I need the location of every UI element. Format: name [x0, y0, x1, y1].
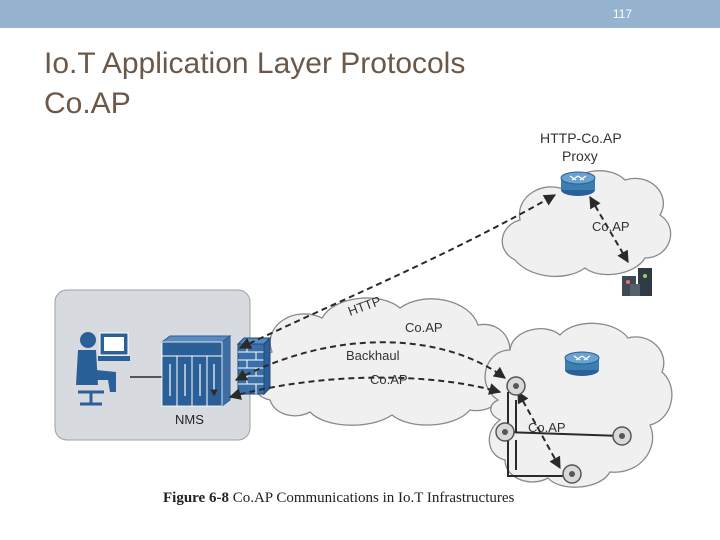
router-icon: [564, 351, 600, 376]
iot-device-icon: [622, 268, 652, 296]
coap-lower-label: Co.AP: [370, 372, 408, 387]
mesh-links: [504, 392, 623, 477]
mesh-coap-link: [517, 390, 561, 470]
nms-label: NMS: [175, 412, 204, 427]
header-bar: 117: [0, 0, 720, 28]
mesh-node-icon: [562, 464, 582, 484]
title-line-1: Io.T Application Layer Protocols: [44, 47, 466, 80]
http-link: [238, 194, 557, 349]
proxy-label-line2: Proxy: [562, 148, 598, 164]
slide-number: 117: [612, 7, 632, 21]
slide-title: Io.T Application Layer Protocols Co.AP: [44, 44, 465, 124]
backhaul-label: Backhaul: [346, 348, 400, 363]
router-icon: [560, 171, 596, 196]
connection-lines: [228, 194, 629, 470]
coap-proxy-label: Co.AP: [592, 219, 630, 234]
coap-upper-label: Co.AP: [405, 320, 443, 335]
figure-caption: Figure 6-8 Co.AP Communications in Io.T …: [163, 490, 514, 507]
proxy-coap-link: [589, 195, 629, 264]
mesh-node-icon: [506, 376, 526, 396]
figure-number: Figure 6-8: [163, 490, 229, 506]
workstation-user-icon: [76, 332, 130, 406]
proxy-label-line1: HTTP-Co.AP: [540, 130, 622, 146]
figure-caption-text: Co.AP Communications in Io.T Infrastruct…: [232, 490, 515, 506]
coap-lower-link: [228, 376, 502, 400]
coap-mesh-label: Co.AP: [528, 420, 566, 435]
title-line-2: Co.AP: [44, 87, 131, 120]
mesh-node-icon: [495, 422, 515, 442]
mesh-cloud: [484, 322, 673, 488]
coap-upper-link: [234, 341, 506, 381]
mesh-node-icon: [612, 426, 632, 446]
nms-server-icon: [160, 335, 232, 407]
coap-network-diagram: NMS: [54, 130, 673, 488]
